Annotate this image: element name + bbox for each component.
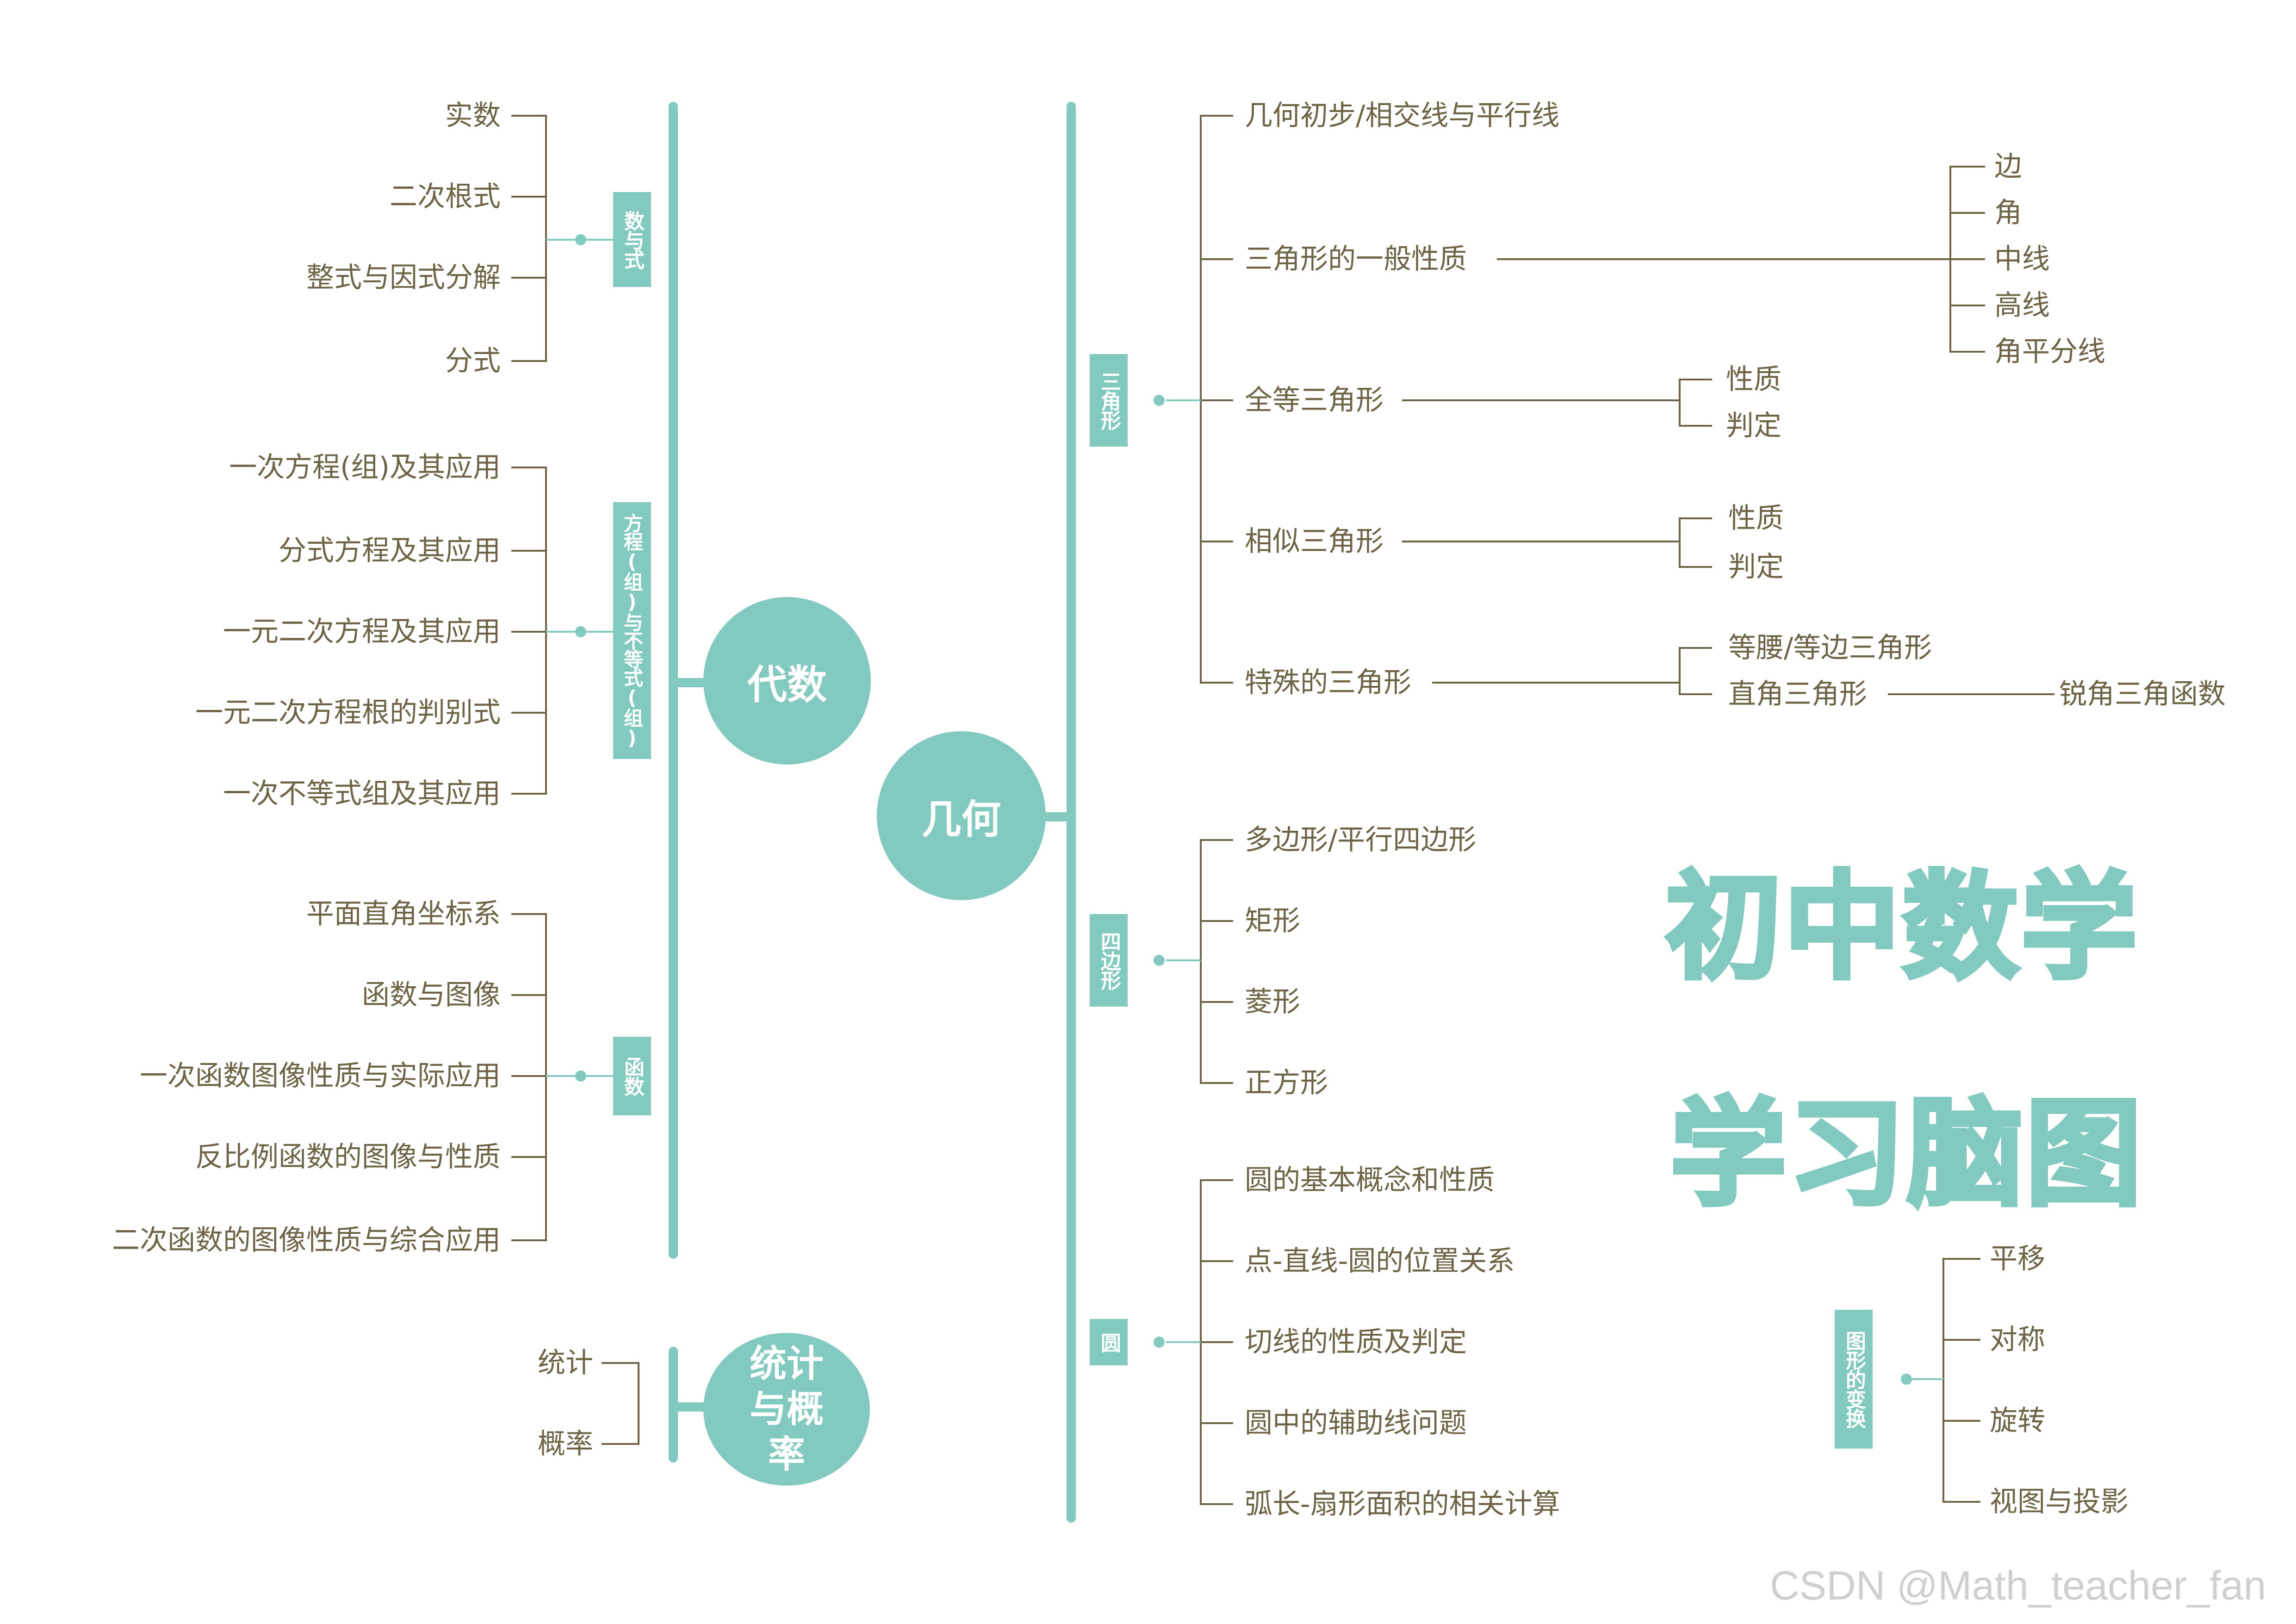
algebra-item: 一元二次方程及其应用 — [223, 616, 501, 648]
tag-transform: 图形的变换 — [1835, 1310, 1873, 1449]
algebra-item: 整式与因式分解 — [306, 261, 501, 294]
triangle-general-sub: 角平分线 — [1994, 336, 2105, 368]
tag-function: 函数 — [613, 1037, 651, 1115]
stats-item: 概率 — [538, 1428, 593, 1460]
triangle-item: 全等三角形 — [1245, 384, 1384, 417]
transform-item: 平移 — [1990, 1243, 2045, 1275]
circle-item: 弧长-扇形面积的相关计算 — [1245, 1488, 1560, 1520]
algebra-item: 二次函数的图像性质与综合应用 — [112, 1224, 501, 1257]
stats-item: 统计 — [538, 1347, 593, 1379]
special-sub: 直角三角形 — [1728, 678, 1867, 710]
algebra-item: 一次方程(组)及其应用 — [229, 451, 501, 484]
similar-sub: 判定 — [1728, 551, 1784, 583]
algebra-item: 二次根式 — [390, 180, 501, 213]
title-line-1: 初中数学 — [1663, 858, 2140, 997]
quad-item: 矩形 — [1245, 905, 1300, 937]
congruent-sub: 判定 — [1726, 410, 1781, 442]
similar-sub: 性质 — [1728, 502, 1784, 535]
tag-circle: 圆 — [1090, 1319, 1128, 1365]
algebra-item: 平面直角坐标系 — [306, 898, 501, 930]
triangle-item: 几何初步/相交线与平行线 — [1245, 100, 1560, 132]
transform-item: 视图与投影 — [1990, 1486, 2128, 1518]
watermark: CSDN @Math_teacher_fan — [1770, 1562, 2266, 1608]
circle-item: 切线的性质及判定 — [1245, 1326, 1467, 1358]
algebra-item: 一次不等式组及其应用 — [223, 778, 501, 810]
algebra-item: 实数 — [445, 100, 501, 132]
circle-item: 点-直线-圆的位置关系 — [1245, 1245, 1515, 1277]
quad-item: 菱形 — [1245, 986, 1300, 1018]
node-algebra: 代数 — [703, 597, 871, 765]
title-line-2: 学习脑图 — [1668, 1084, 2144, 1224]
circle-item: 圆的基本概念和性质 — [1245, 1164, 1495, 1196]
special-sub: 等腰/等边三角形 — [1728, 632, 1932, 664]
quad-item: 正方形 — [1245, 1067, 1328, 1099]
congruent-sub: 性质 — [1726, 363, 1781, 396]
algebra-item: 函数与图像 — [362, 979, 501, 1011]
triangle-general-sub: 中线 — [1994, 243, 2050, 275]
transform-item: 旋转 — [1990, 1405, 2045, 1437]
right-triangle-sub: 锐角三角函数 — [2059, 678, 2226, 710]
algebra-item: 分式方程及其应用 — [279, 535, 501, 567]
algebra-item: 一次函数图像性质与实际应用 — [140, 1060, 501, 1092]
triangle-item: 三角形的一般性质 — [1245, 243, 1467, 275]
algebra-item: 反比例函数的图像与性质 — [195, 1141, 501, 1173]
tag-number-expression: 数与式 — [613, 192, 651, 287]
triangle-general-sub: 边 — [1994, 150, 2022, 183]
triangle-item: 相似三角形 — [1245, 525, 1384, 558]
node-stats: 统计与概率 — [703, 1333, 870, 1486]
algebra-item: 分式 — [445, 345, 501, 377]
circle-item: 圆中的辅助线问题 — [1245, 1407, 1467, 1439]
tag-equation-inequality: 方程(组)与不等式(组) — [613, 502, 651, 759]
algebra-item: 一元二次方程根的判别式 — [195, 697, 501, 729]
triangle-general-sub: 角 — [1994, 197, 2022, 229]
tag-quadrilateral: 四边形 — [1090, 914, 1128, 1007]
triangle-item: 特殊的三角形 — [1245, 666, 1411, 699]
quad-item: 多边形/平行四边形 — [1245, 824, 1477, 856]
node-geometry: 几何 — [877, 731, 1046, 900]
transform-item: 对称 — [1990, 1324, 2045, 1356]
tag-triangle: 三角形 — [1090, 354, 1128, 447]
triangle-general-sub: 高线 — [1994, 289, 2050, 322]
